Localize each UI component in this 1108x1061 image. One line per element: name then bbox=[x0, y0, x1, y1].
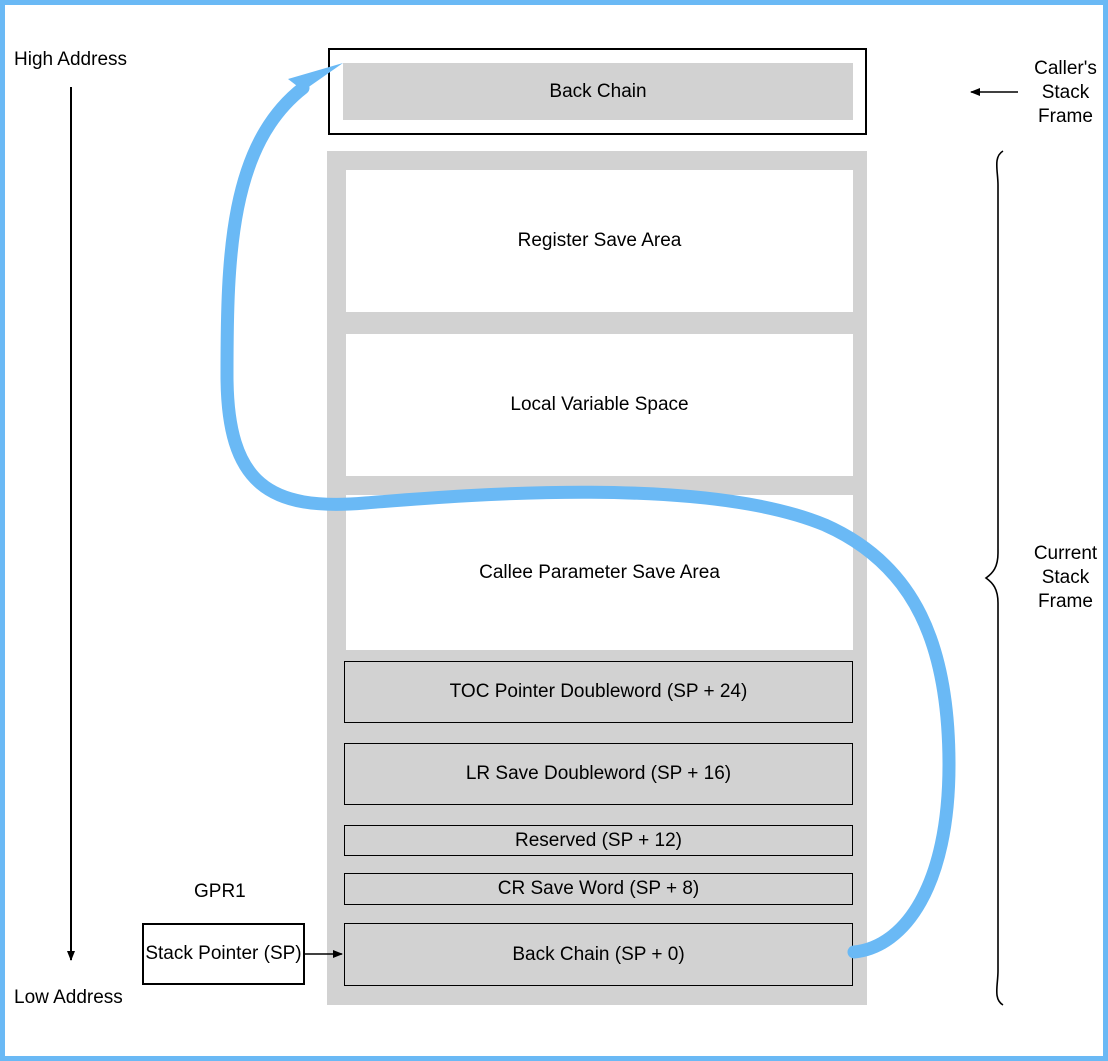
slot-reserved: Reserved (SP + 12) bbox=[344, 825, 853, 856]
slot-cr-save-word: CR Save Word (SP + 8) bbox=[344, 873, 853, 905]
slot-back-chain-sp0: Back Chain (SP + 0) bbox=[344, 923, 853, 986]
slot-lr-save-doubleword: LR Save Doubleword (SP + 16) bbox=[344, 743, 853, 805]
gpr1-label: GPR1 bbox=[194, 881, 246, 902]
slot-local-variable-space: Local Variable Space bbox=[346, 334, 853, 476]
slot-callee-parameter-save-area: Callee Parameter Save Area bbox=[346, 495, 853, 650]
low-address-label: Low Address bbox=[14, 987, 123, 1008]
current-stack-frame-label: Current Stack Frame bbox=[1033, 543, 1098, 612]
high-address-label: High Address bbox=[14, 49, 128, 70]
diagram-body: High Address Low Address GPR1 Caller's S… bbox=[5, 5, 1103, 1056]
current-stack-frame-brace bbox=[984, 150, 1004, 1006]
slot-register-save-area: Register Save Area bbox=[346, 170, 853, 312]
stack-pointer-box: Stack Pointer (SP) bbox=[142, 923, 305, 985]
slot-toc-pointer-doubleword: TOC Pointer Doubleword (SP + 24) bbox=[344, 661, 853, 723]
caller-back-chain-slot: Back Chain bbox=[343, 63, 853, 120]
callers-stack-frame-label: Caller's Stack Frame bbox=[1034, 58, 1097, 127]
